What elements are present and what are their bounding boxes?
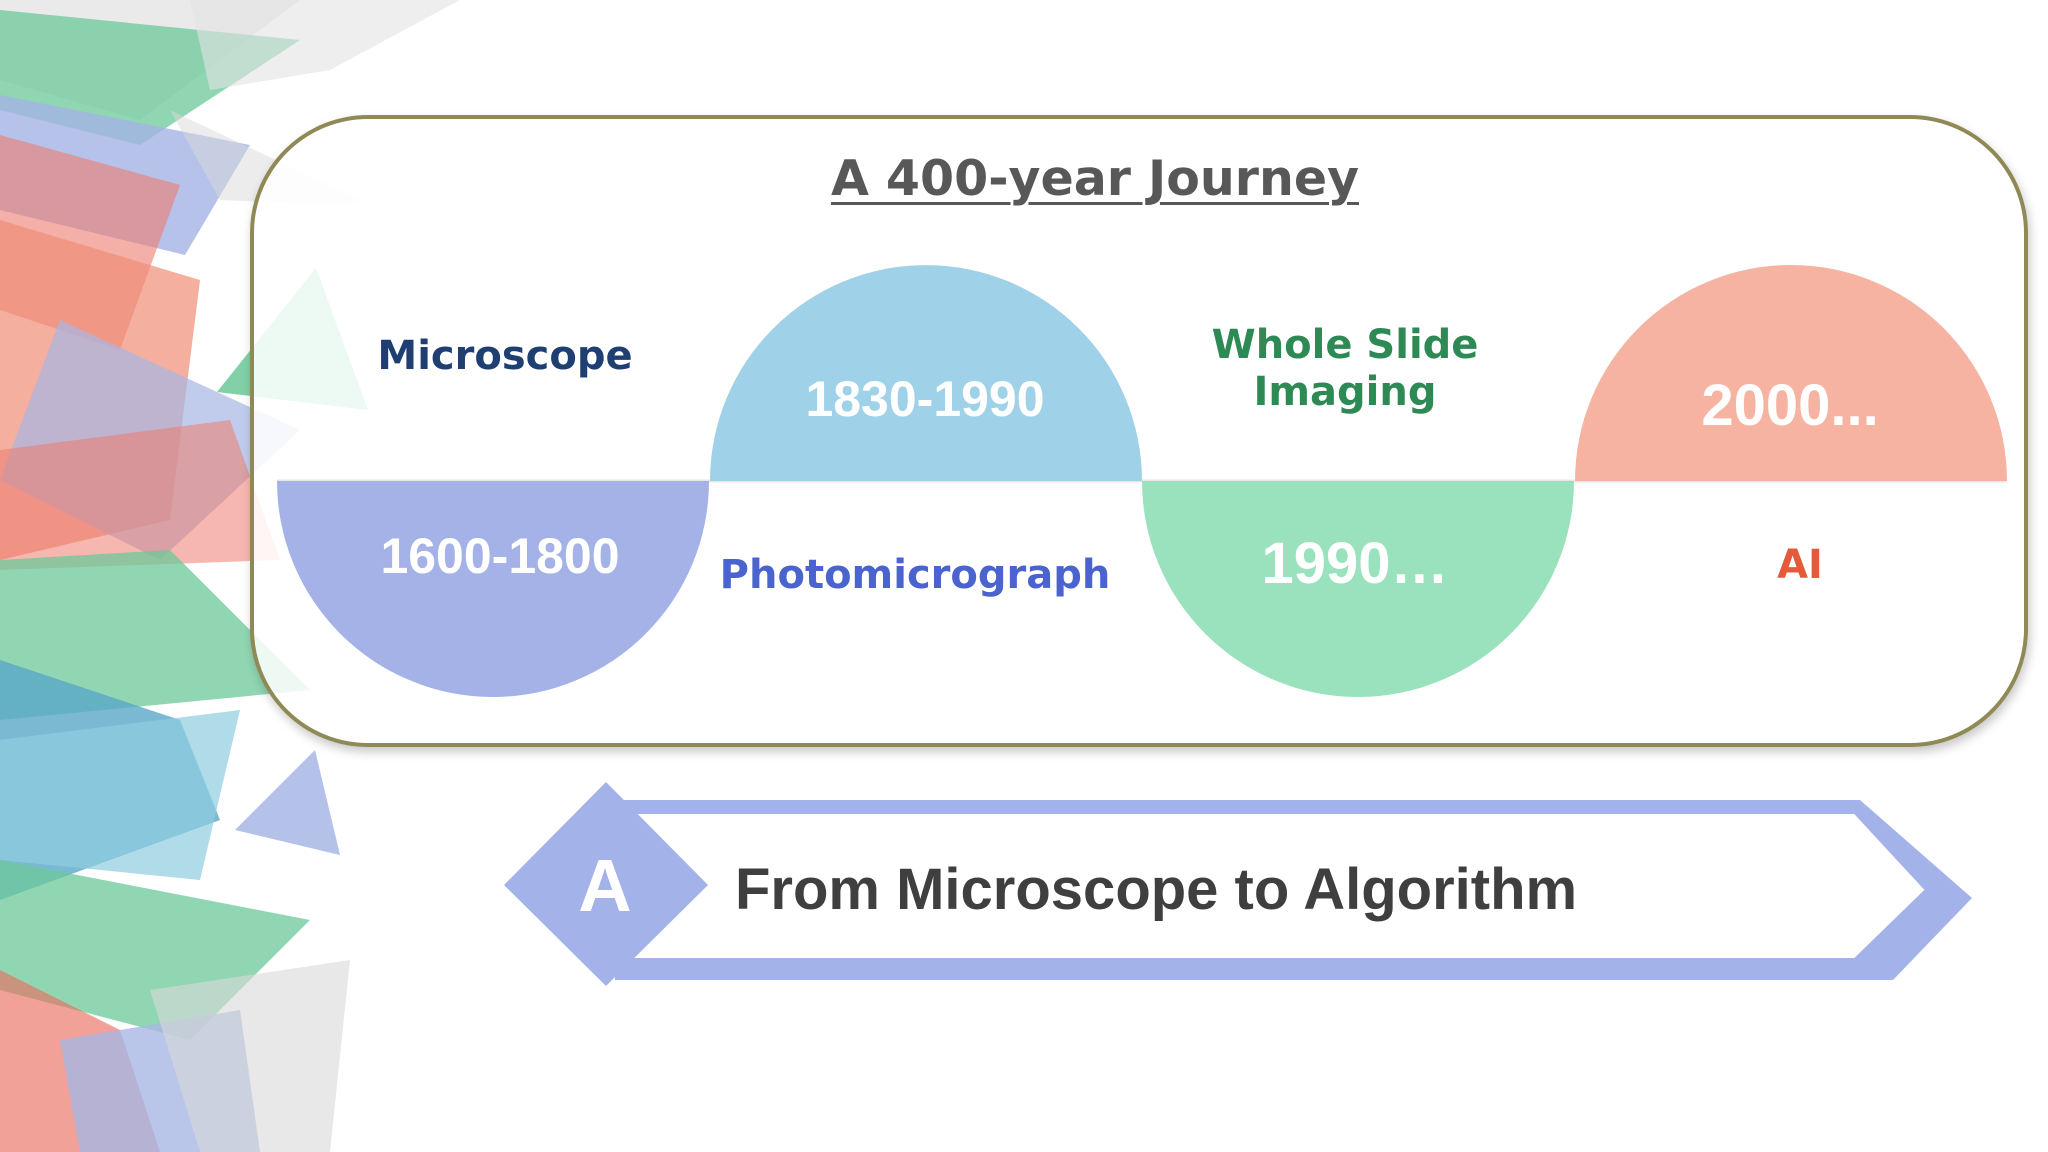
page-title: A 400-year Journey: [830, 150, 1360, 207]
timeline-label-photomicrograph: Photomicrograph: [719, 552, 1111, 598]
timeline-label-ai: AI: [1777, 542, 1823, 588]
timeline-half-circle: [710, 265, 1142, 481]
banner-letter: A: [578, 844, 632, 927]
timeline-date-1600-1800: 1600-1800: [380, 528, 620, 584]
timeline-date-1830-1990: 1830-1990: [805, 371, 1045, 427]
timeline-half-circle: [1575, 265, 2007, 481]
timeline-label-microscope: Microscope: [377, 333, 633, 379]
timeline-half-circle: [1142, 481, 1574, 697]
banner-title: From Microscope to Algorithm: [735, 857, 1578, 922]
banner-diamond: [504, 782, 708, 986]
timeline-half-circle: [277, 481, 709, 697]
banner-arrow: [603, 810, 1930, 962]
timeline-date-2000: 2000...: [1701, 373, 1879, 438]
timeline-date-1990: 1990…: [1261, 531, 1449, 596]
